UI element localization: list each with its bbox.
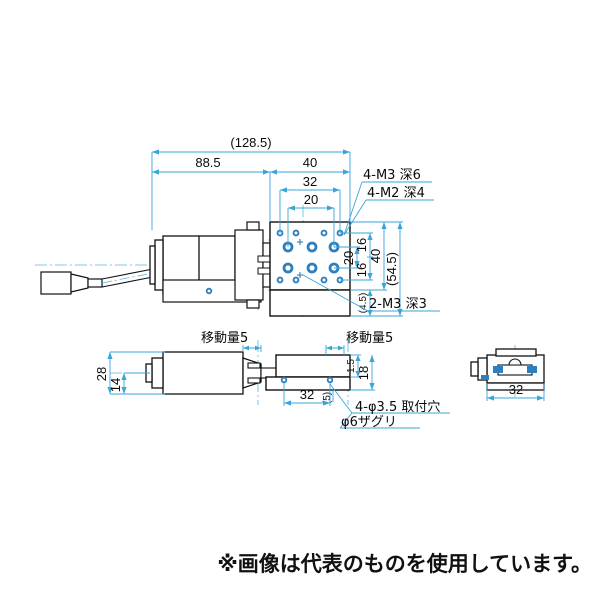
dim-axis-height-14	[121, 372, 150, 394]
dim-overall-width-545-text: (54.5)	[384, 252, 399, 286]
footer-note: ※画像は代表のものを使用しています。	[217, 552, 592, 576]
dim-hole-pitch-20-y	[334, 246, 360, 269]
side-view-rail-blocks	[481, 366, 537, 380]
dim-axis-height-14-text: 14	[108, 378, 123, 392]
hole-pattern-m3-deep3	[297, 239, 303, 278]
dim-side-width-32-text: 32	[509, 382, 523, 397]
dim-hole-pitch-16b-text: 16	[354, 263, 369, 277]
callout-counterbore-text: φ6ザグリ	[341, 415, 397, 430]
front-mounting-screws	[280, 376, 334, 384]
dim-overall-length-text: (128.5)	[230, 135, 271, 150]
side-view-group: 32	[470, 345, 545, 401]
dim-body-height-28	[107, 351, 165, 395]
cable-center-line	[101, 271, 159, 284]
dim-hole-pitch-32-text: 32	[303, 174, 317, 189]
dim-hole-pitch-32	[279, 187, 341, 233]
front-callout-leaders	[329, 383, 450, 429]
dim-body-height-28-text: 28	[94, 367, 109, 381]
hole-pattern-m2	[276, 229, 344, 284]
dim-motor-and-stage	[152, 169, 350, 222]
front-motor-body	[145, 351, 262, 395]
dim-side-width-32	[486, 383, 545, 401]
dim-motor-length-text: 88.5	[195, 155, 220, 170]
dim-hole-pitch-20-x	[287, 205, 335, 247]
travel-indicator-right	[325, 345, 345, 355]
travel-label-right: 移動量5	[346, 331, 393, 346]
callout-mounting-hole-text: 4-φ3.5 取付穴	[355, 400, 440, 415]
dim-stage-length-text: 40	[303, 155, 317, 170]
callout-m3-deep3-text: 2-M3 深3	[369, 297, 427, 312]
dim-overall-length	[151, 149, 351, 230]
front-stage-slab	[265, 354, 351, 391]
dim-hole-pitch-20-y-text: 20	[341, 251, 356, 265]
dim-stage-width-40-text: 40	[368, 249, 383, 263]
dim-stage-height-18	[350, 355, 375, 391]
front-coupling	[247, 362, 284, 384]
travel-indicator-left	[242, 345, 262, 352]
dim-edge-offset-45	[367, 290, 373, 316]
dim-plate-thickness-15	[350, 354, 361, 378]
dim-hole-pitch-16a-text: 16	[354, 238, 369, 252]
dim-stage-height-18-text: 18	[356, 366, 371, 380]
cable-body	[101, 267, 159, 288]
dim-mount-pitch-32	[283, 383, 331, 406]
coupling-housing	[234, 221, 271, 309]
top-view-group: (128.5) 88.5 40 32	[35, 135, 440, 320]
dim-counterbore-5-text: (5)	[322, 392, 333, 404]
front-view-group: 移動量5 移動量5 28 14 1.5	[94, 331, 450, 430]
travel-label-left: 移動量5	[201, 331, 248, 346]
callout-m3-deep6-text: 4-M3 深6	[363, 168, 421, 183]
dim-hole-pitch-20-x-text: 20	[304, 192, 318, 207]
dim-edge-offset-45-text: (4.5)	[358, 293, 369, 314]
callout-leader-lines	[302, 181, 440, 312]
dim-mount-pitch-32-text: 32	[300, 387, 314, 402]
callout-m2-deep4-text: 4-M2 深4	[367, 186, 425, 201]
dim-plate-thickness-15-text: 1.5	[346, 359, 357, 373]
